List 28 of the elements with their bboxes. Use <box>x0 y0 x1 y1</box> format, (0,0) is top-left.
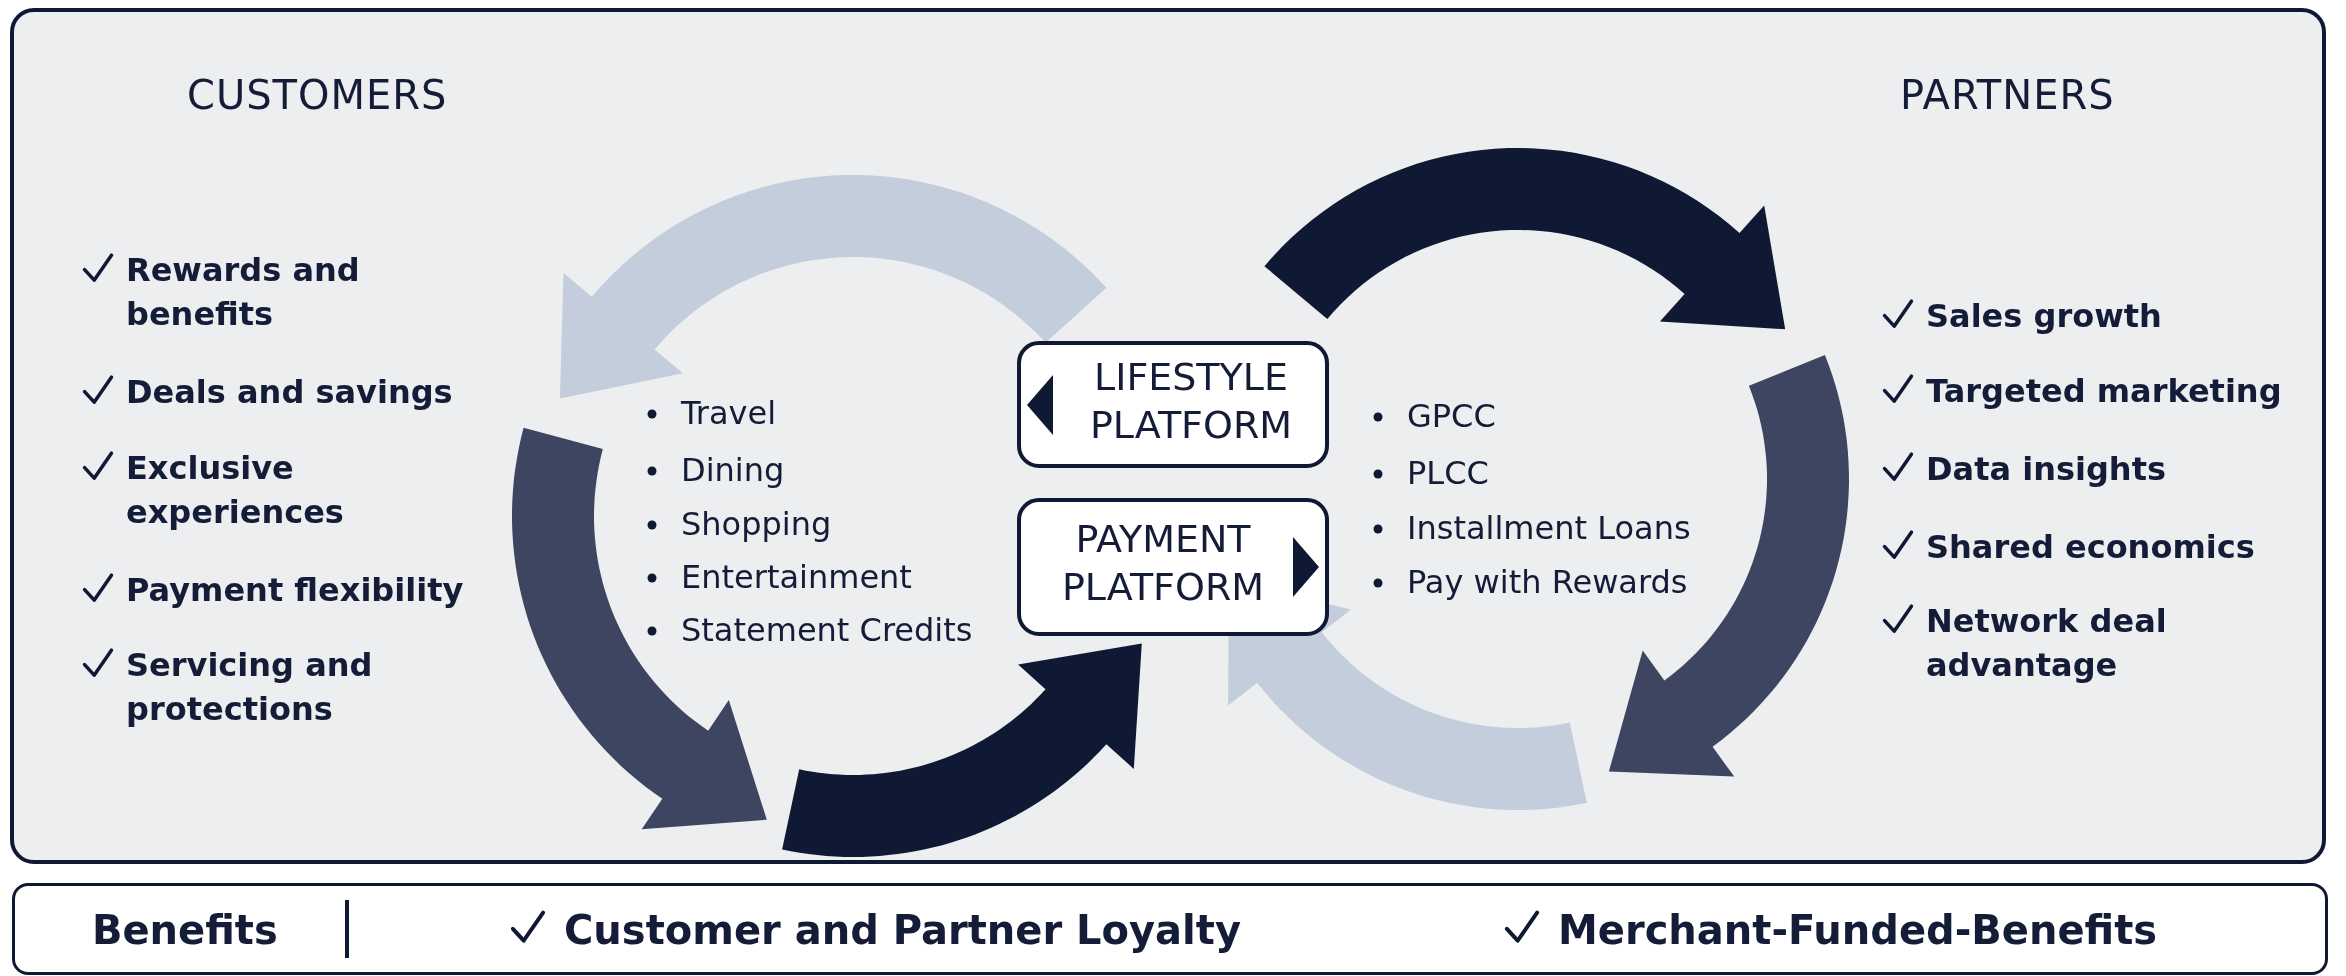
benefit-text: Sales growth <box>1926 296 2163 337</box>
benefit-text: Exclusive experiences <box>126 448 345 533</box>
benefit-text: Rewards and benefits <box>126 250 361 335</box>
section-heading: CUSTOMERS <box>187 72 448 118</box>
benefit-text: Targeted marketing <box>1926 371 2283 412</box>
benefit-text: Customer and Partner Loyalty <box>564 907 1241 953</box>
platform-box <box>1017 341 1329 468</box>
benefit-text: Data insights <box>1926 449 2167 490</box>
bullet-item: Statement Credits <box>681 610 973 650</box>
benefit-text: Shared economics <box>1926 527 2256 568</box>
benefit-text: Payment flexibility <box>126 570 465 611</box>
benefit-text: Network deal advantage <box>1926 601 2168 686</box>
benefit-text: Merchant-Funded-Benefits <box>1558 907 2158 953</box>
box-label: PAYMENT PLATFORM <box>1060 516 1266 611</box>
footer-heading: Benefits <box>92 907 278 953</box>
bullet-item: Travel <box>681 393 777 433</box>
bullet-item: Pay with Rewards <box>1407 562 1688 602</box>
bullet-item: Shopping <box>681 504 832 544</box>
section-heading: PARTNERS <box>1900 72 2115 118</box>
bullet-item: Dining <box>681 450 785 490</box>
benefit-text: Deals and savings <box>126 372 454 413</box>
platform-box <box>1017 498 1329 636</box>
bullet-item: GPCC <box>1407 396 1496 436</box>
bullet-item: PLCC <box>1407 453 1489 493</box>
bullet-item: Entertainment <box>681 557 912 597</box>
bullet-item: Installment Loans <box>1407 508 1691 548</box>
box-label: LIFESTYLE PLATFORM <box>1088 353 1294 449</box>
benefit-text: Servicing and protections <box>126 645 374 730</box>
